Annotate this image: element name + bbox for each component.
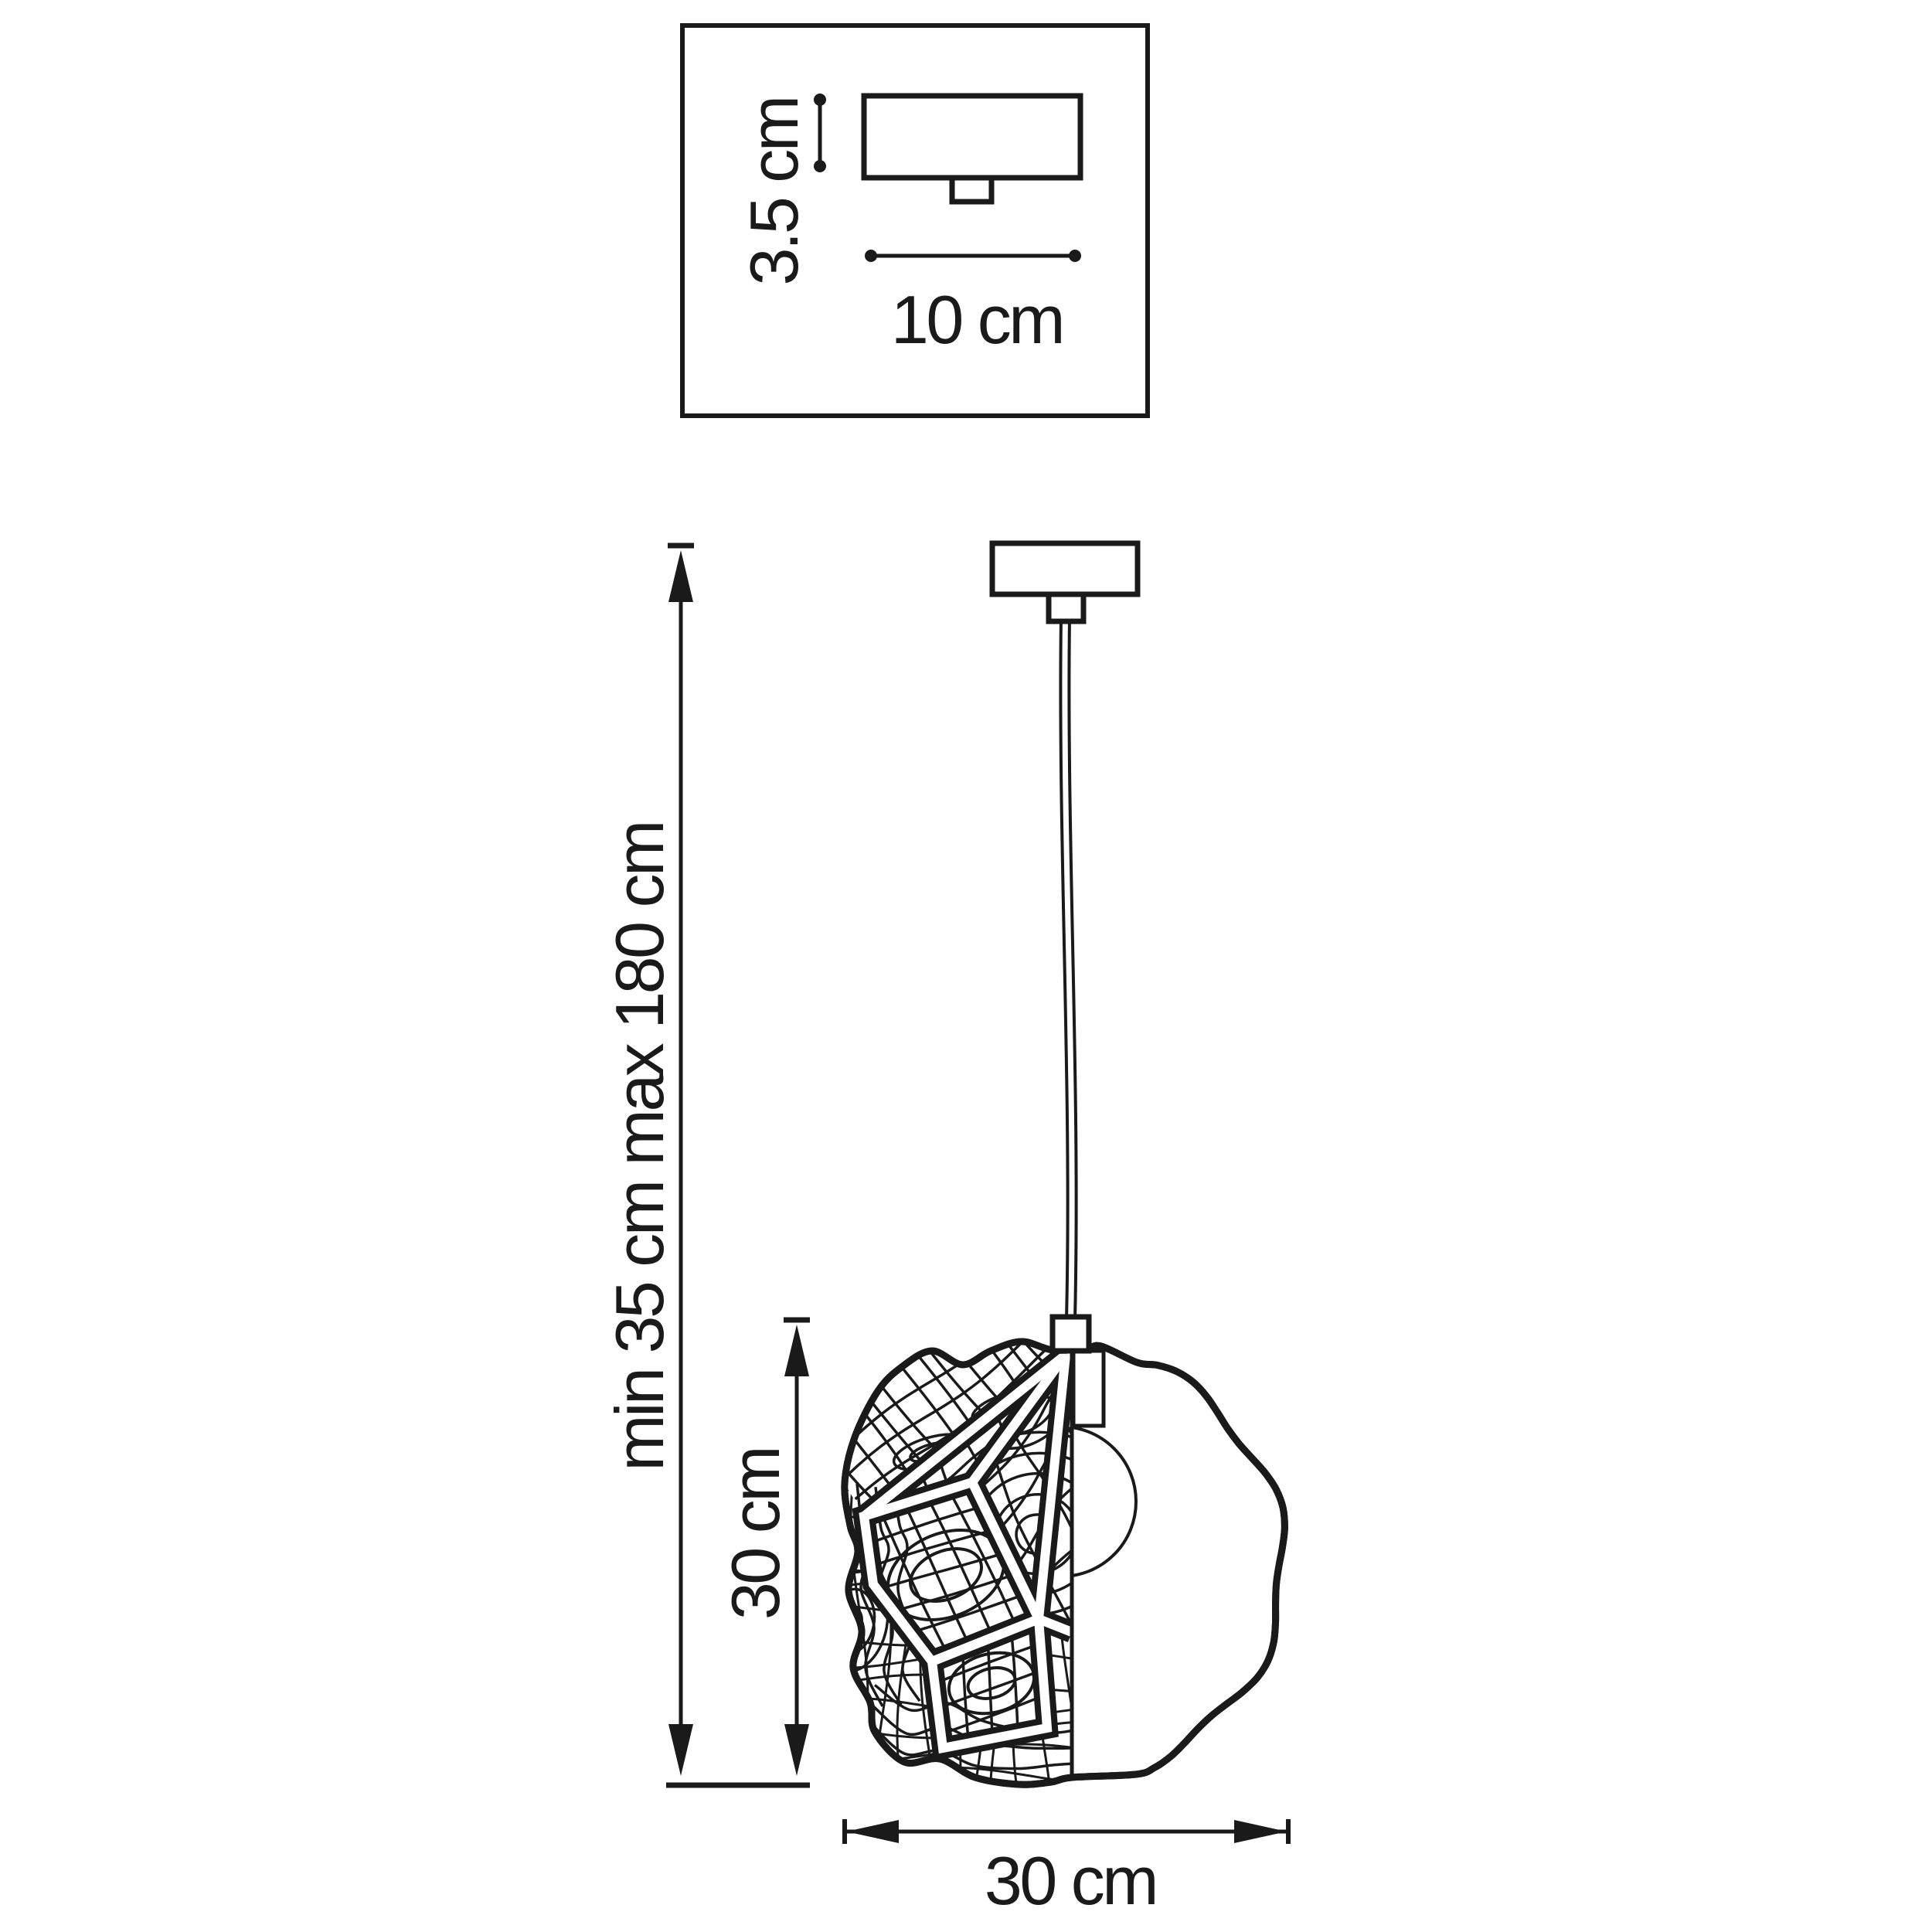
svg-text:30 cm: 30 cm — [717, 1448, 794, 1620]
svg-text:min 35 cm max 180 cm: min 35 cm max 180 cm — [601, 822, 678, 1471]
svg-text:3.5 cm: 3.5 cm — [736, 97, 812, 285]
svg-text:10 cm: 10 cm — [891, 281, 1063, 358]
svg-text:30 cm: 30 cm — [985, 1842, 1156, 1919]
